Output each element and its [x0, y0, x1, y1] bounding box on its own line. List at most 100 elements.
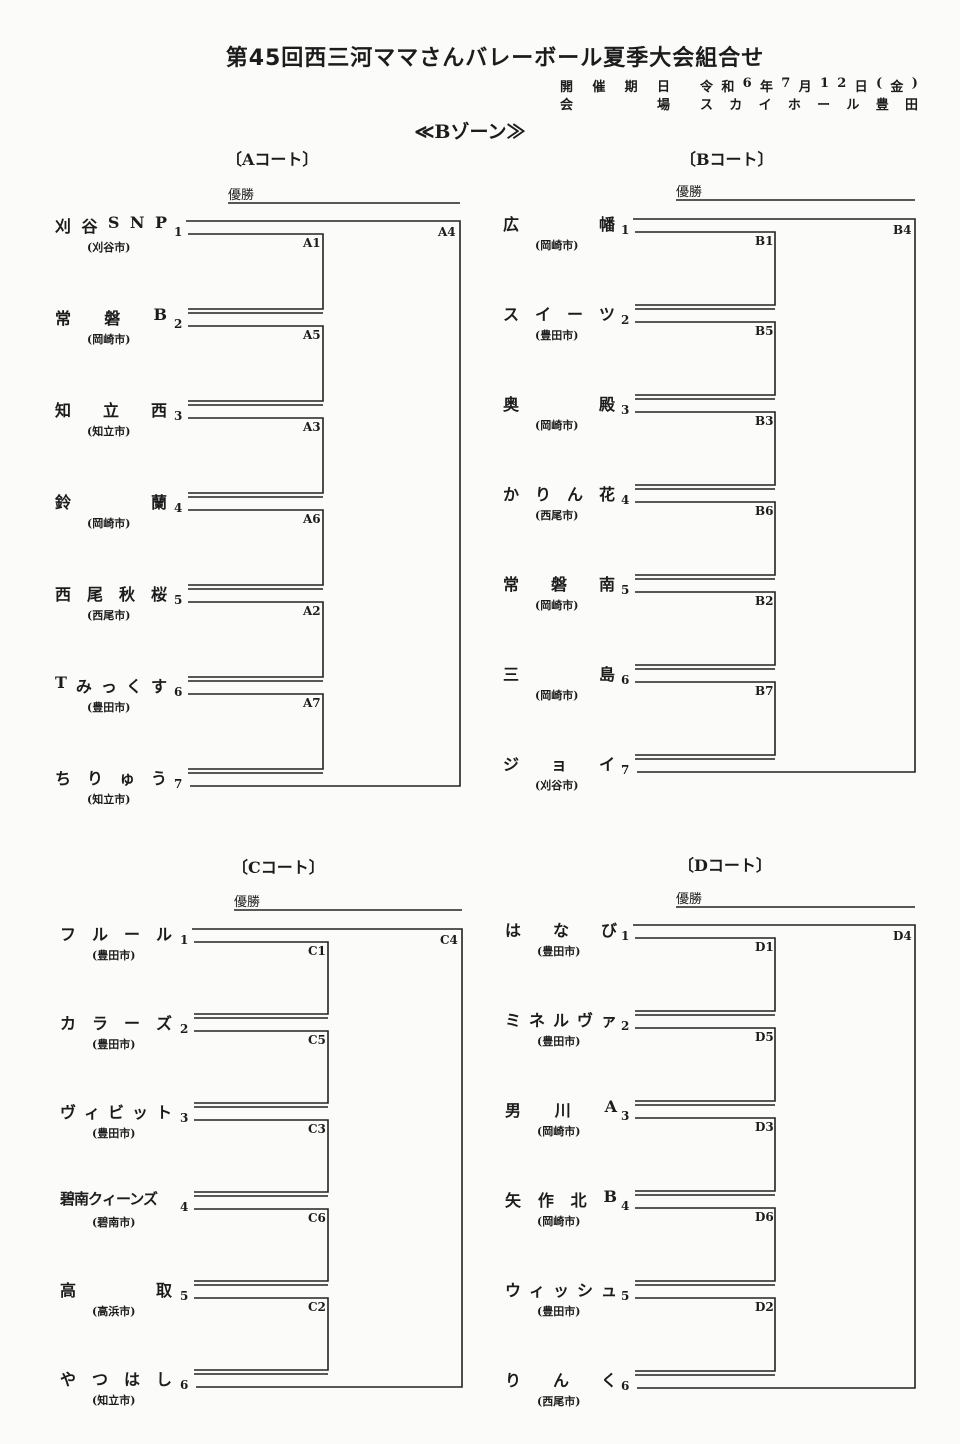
glyph: ル [91, 925, 108, 944]
glyph: 北 [570, 1191, 587, 1210]
glyph: 日 [854, 80, 868, 95]
glyph: 広 [503, 215, 520, 234]
match-label: A5 [303, 328, 321, 342]
seed-number: 1 [180, 933, 189, 947]
glyph: 西 [55, 585, 72, 604]
court-title: 〔Bコート〕 [680, 150, 774, 169]
team-name: 広幡 [503, 211, 615, 235]
seed-number: 2 [174, 317, 183, 331]
team-name: ウィッシュ [505, 1277, 617, 1301]
match-label: D3 [755, 1120, 774, 1134]
glyph: ル [155, 925, 172, 944]
glyph: 立 [102, 401, 119, 420]
team-city: (岡崎市) [535, 239, 579, 252]
seed-number: 2 [180, 1022, 189, 1036]
match-bracket [635, 681, 776, 756]
glyph: 作 [537, 1191, 554, 1210]
match-bracket [635, 1297, 776, 1372]
match-label: D6 [755, 1210, 774, 1224]
final-bracket [633, 218, 916, 773]
team-city: (岡崎市) [537, 1215, 581, 1228]
glyph: B [603, 1187, 617, 1206]
match-label: C5 [308, 1033, 326, 1047]
glyph: 高 [60, 1281, 77, 1300]
glyph: 鈴 [55, 493, 72, 512]
team-city: (知立市) [87, 793, 131, 806]
glyph: 開 [560, 80, 574, 95]
glyph: 刈 [55, 217, 72, 236]
glyph: は [123, 1370, 140, 1389]
team-city: (岡崎市) [87, 517, 131, 530]
glyph: 三 [503, 665, 520, 684]
venue-value: スカイホール豊田 [700, 94, 918, 113]
team-name: ジョイ [503, 751, 615, 775]
match-label: A7 [303, 696, 321, 710]
glyph: つ [91, 1370, 108, 1389]
match-label: C3 [308, 1122, 326, 1136]
match-label: B3 [755, 414, 774, 428]
glyph: っ [100, 677, 117, 696]
glyph: ゅ [118, 769, 135, 788]
glyph: ビ [107, 1103, 124, 1122]
glyph: う [150, 769, 167, 788]
glyph: ー [123, 1014, 140, 1033]
glyph: A [604, 1097, 617, 1116]
team-city: (知立市) [87, 425, 131, 438]
glyph: ィ [83, 1103, 100, 1122]
glyph: T [55, 673, 67, 692]
match-label: B1 [755, 234, 774, 248]
court-title: 〔Dコート〕 [678, 856, 772, 875]
team-name: りんく [505, 1367, 617, 1391]
glyph: フ [60, 925, 77, 944]
match-bracket [194, 1119, 329, 1193]
glyph: 2 [837, 76, 847, 91]
team-city: (刈谷市) [87, 241, 131, 254]
glyph: び [600, 921, 617, 940]
glyph: P [154, 213, 167, 232]
glyph: ー [566, 305, 583, 324]
team-city: (西尾市) [537, 1395, 581, 1408]
seed-number: 3 [621, 403, 630, 417]
team-name: 高取 [60, 1277, 172, 1301]
team-city: (豊田市) [92, 1038, 136, 1051]
team-name: ヴィビット [60, 1099, 172, 1123]
match-bracket [194, 1297, 329, 1371]
match-bracket [635, 1207, 776, 1282]
team-name: やつはし [60, 1366, 172, 1390]
glyph: み [75, 677, 92, 696]
team-city: (豊田市) [92, 949, 136, 962]
team-city: (岡崎市) [537, 1125, 581, 1138]
match-label: A4 [438, 225, 456, 239]
glyph: 桜 [150, 585, 167, 604]
seed-number: 5 [180, 1289, 189, 1303]
glyph: ィ [528, 1281, 545, 1300]
team-name: 碧南クィーンズ [60, 1190, 158, 1208]
team-city: (高浜市) [92, 1305, 136, 1318]
match-bracket [188, 509, 324, 586]
glyph: イ [534, 305, 551, 324]
glyph: ツ [598, 305, 615, 324]
glyph: カ [60, 1014, 77, 1033]
glyph: ル [846, 98, 860, 113]
glyph: 知 [55, 401, 72, 420]
seed-number: 7 [174, 777, 183, 791]
team-city: (豊田市) [537, 945, 581, 958]
winner-label: 優勝 [234, 895, 261, 910]
team-name: 三島 [503, 661, 615, 685]
match-label: A6 [303, 512, 321, 526]
seed-number: 4 [621, 1199, 630, 1213]
match-bracket [188, 693, 324, 770]
glyph: 男 [505, 1101, 522, 1120]
seed-number: 4 [180, 1200, 189, 1214]
glyph: ん [566, 485, 583, 504]
glyph: 令 [700, 80, 714, 95]
glyph: 取 [155, 1281, 172, 1300]
glyph: は [505, 921, 522, 940]
seed-number: 1 [621, 223, 630, 237]
seed-number: 6 [621, 673, 630, 687]
